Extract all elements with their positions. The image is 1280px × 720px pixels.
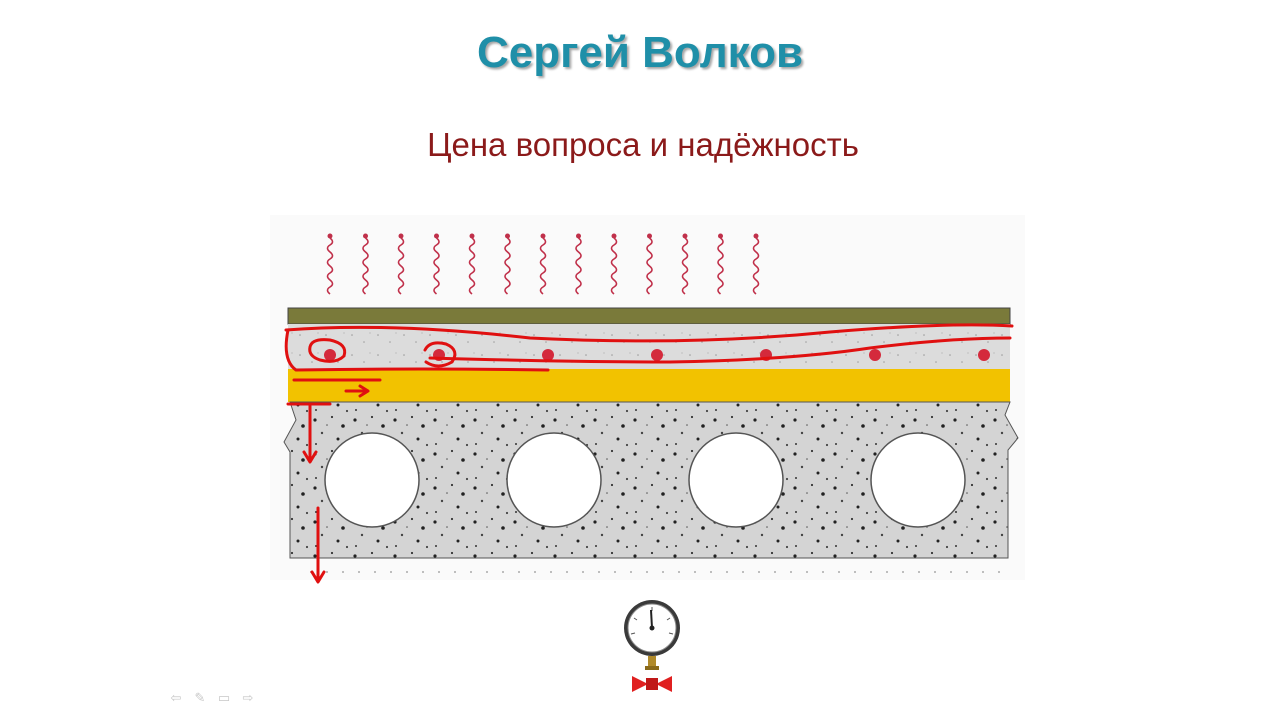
arrow-down-icon-1 [302, 404, 318, 464]
insulation-layer [288, 369, 1010, 402]
arrow-right-icon[interactable]: ⇨ [242, 691, 254, 706]
heating-pipe [651, 349, 663, 361]
heat-wave [326, 233, 334, 295]
slide-navigation: ⇦ ✎ ▭ ⇨ [168, 692, 256, 706]
heat-wave [646, 233, 653, 295]
heating-pipe [324, 349, 336, 361]
heating-pipe [869, 349, 881, 361]
pen-icon[interactable]: ✎ [194, 691, 206, 706]
arrow-right-icon [344, 384, 370, 398]
heat-wave [362, 233, 369, 295]
red-annotations [284, 323, 1014, 584]
slab-hole [324, 432, 420, 528]
heat-wave [433, 233, 440, 295]
arrow-down-icon-2 [310, 506, 326, 584]
heat-wave [397, 233, 405, 295]
heat-wave [681, 233, 689, 295]
pressure-gauge-icon [624, 600, 680, 692]
heat-wave [575, 233, 582, 295]
page-subtitle: Цена вопроса и надёжность [427, 126, 859, 163]
annotation-line-top [284, 323, 1014, 343]
pipe-circle-1 [308, 338, 347, 363]
slab-hole [688, 432, 784, 528]
slab-hole [506, 432, 602, 528]
page-title: Сергей Волков [476, 28, 804, 77]
hollow-core-slab [283, 401, 1019, 559]
annotation-line-left [284, 328, 550, 372]
heat-wave [504, 233, 511, 295]
valve-icon [632, 676, 672, 692]
heat-wave [752, 233, 760, 295]
slab-hole [870, 432, 966, 528]
arrow-left-icon[interactable]: ⇦ [170, 691, 182, 706]
heating-pipe [978, 349, 990, 361]
menu-icon[interactable]: ▭ [217, 691, 231, 706]
heat-wave [539, 233, 547, 295]
floor-heating-diagram [270, 215, 1025, 584]
pipe-circle-2 [423, 341, 457, 368]
heat-wave [717, 233, 724, 295]
annotation-line-mid [428, 336, 1012, 364]
annotation-arrow-lines [286, 378, 382, 406]
heating-pipe [542, 349, 554, 361]
slab-holes [324, 432, 966, 528]
floor-covering-layer [287, 307, 1011, 325]
heat-waves [326, 233, 760, 295]
heat-wave [468, 233, 476, 295]
heat-wave [610, 233, 618, 295]
